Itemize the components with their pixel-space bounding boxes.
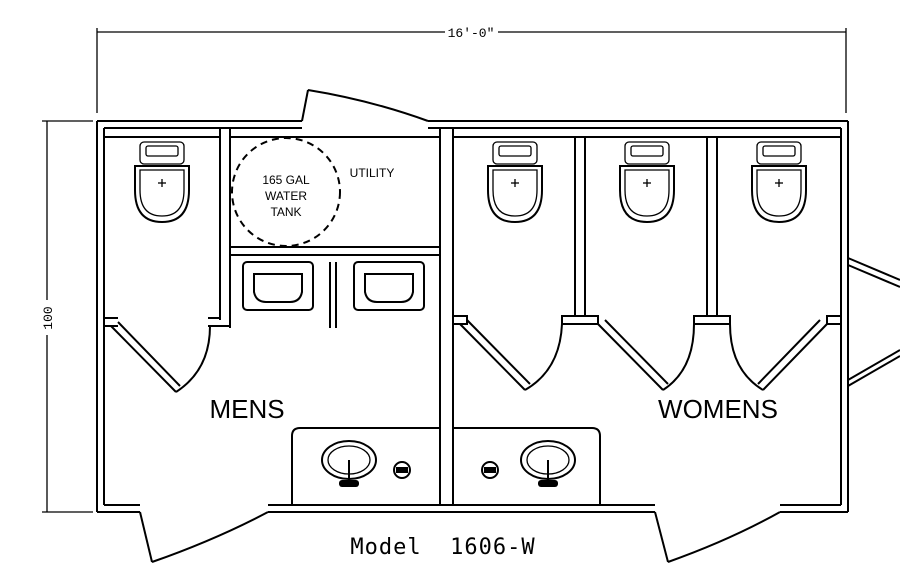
urinal-2	[353, 261, 425, 311]
utility-room-label: UTILITY	[350, 166, 395, 180]
water-tank	[231, 137, 341, 247]
model-label: Model 1606-W	[350, 535, 535, 560]
womens-entry-door	[654, 511, 781, 563]
height-dimension: 100	[41, 120, 93, 513]
womens-sink	[520, 440, 576, 487]
mens-stall-door	[110, 321, 211, 393]
womens-room-label: WOMENS	[658, 394, 778, 424]
mens-soap-dispenser	[393, 461, 411, 479]
outer-walls	[96, 120, 849, 513]
mens-entry-door	[139, 511, 269, 563]
mens-room-label: MENS	[209, 394, 284, 424]
womens-stall-door-1	[459, 319, 563, 391]
womens-stall-door-3	[729, 319, 828, 391]
mens-stall-wall	[104, 128, 231, 328]
tank-label-line2: WATER	[265, 189, 307, 203]
center-divider	[439, 128, 454, 505]
womens-soap-dispenser	[481, 461, 499, 479]
urinal-1	[242, 261, 314, 311]
tank-label-line3: TANK	[270, 205, 301, 219]
womens-stall-walls	[452, 136, 842, 325]
womens-stall-door-2	[597, 319, 695, 391]
width-dimension: 16'-0"	[96, 26, 847, 113]
height-dimension-label: 100	[41, 306, 56, 329]
mens-sink	[321, 440, 377, 487]
toilet-womens-3	[751, 141, 807, 224]
toilet-womens-2	[619, 141, 675, 224]
utility-door	[301, 89, 429, 122]
width-dimension-label: 16'-0"	[448, 26, 495, 41]
toilet-womens-1	[487, 141, 543, 224]
side-door-swing	[847, 257, 900, 387]
tank-label-line1: 165 GAL	[262, 173, 310, 187]
utility-room: 165 GAL WATER TANK UTILITY	[230, 136, 440, 256]
sink-counter	[291, 427, 601, 505]
toilet-mens	[134, 141, 190, 224]
